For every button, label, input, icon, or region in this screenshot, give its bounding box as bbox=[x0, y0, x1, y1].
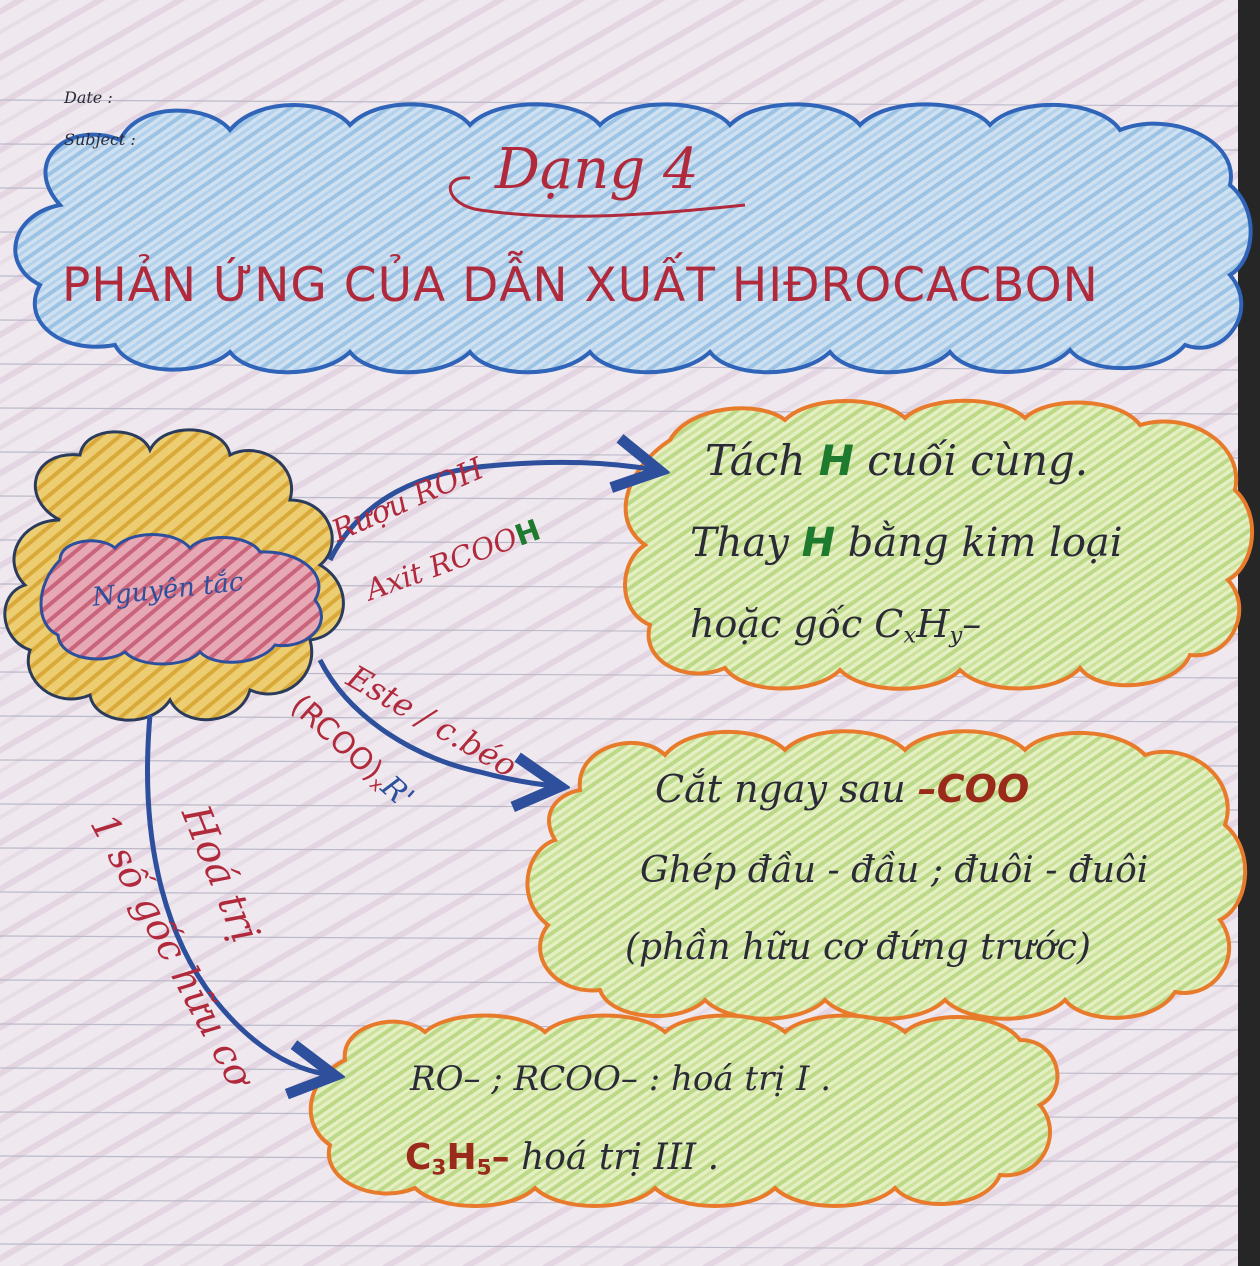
box3-formula-3: 3 bbox=[431, 1155, 447, 1181]
box1-line3-pre: hoặc gốc C bbox=[690, 602, 904, 646]
box1-line1: Tách H cuối cùng. bbox=[705, 440, 1088, 482]
subject-label: Subject : bbox=[64, 130, 136, 149]
box2-line3: (phần hữu cơ đứng trước) bbox=[625, 927, 1091, 968]
box3-line2: C3H5– hoá trị III . bbox=[405, 1140, 719, 1179]
box3-formula-dash: – bbox=[491, 1137, 510, 1178]
arrow-ruou-axit bbox=[327, 462, 655, 562]
arrow-hoa-tri bbox=[145, 714, 330, 1075]
dang-title: Dạng 4 bbox=[495, 137, 699, 202]
box2-line1: Cắt ngay sau –COO bbox=[655, 770, 1029, 808]
box3-formula-5: 5 bbox=[476, 1155, 492, 1181]
box2-line2: Ghép đầu - đầu ; đuôi - đuôi bbox=[640, 850, 1149, 891]
page-title: PHẢN ỨNG CỦA DẪN XUẤT HIĐROCACBON bbox=[62, 258, 1099, 313]
box1-line2-h: H bbox=[801, 520, 836, 566]
box2-line1-coo: –COO bbox=[917, 767, 1030, 811]
box1-line2-post: bằng kim loại bbox=[835, 520, 1123, 566]
date-label: Date : bbox=[64, 88, 113, 107]
box3-formula-h: H bbox=[446, 1137, 477, 1178]
box3-line2-post: hoá trị III . bbox=[509, 1137, 720, 1178]
box1-cloud bbox=[623, 398, 1255, 691]
box3-formula-c: C bbox=[405, 1137, 432, 1178]
box1-line3-post: – bbox=[962, 602, 982, 646]
box1-line3-mid: H bbox=[916, 602, 950, 646]
box3-cloud bbox=[308, 1013, 1060, 1208]
box3-line1: RO– ; RCOO– : hoá trị I . bbox=[410, 1059, 832, 1099]
box1-line3-x: x bbox=[903, 622, 917, 649]
arrow-este bbox=[317, 658, 555, 786]
box1-line1-post: cuối cùng. bbox=[853, 436, 1089, 485]
box1-line1-h: H bbox=[818, 436, 854, 485]
box1-line2: Thay H bằng kim loại bbox=[690, 523, 1123, 563]
box2-line1-pre: Cắt ngay sau bbox=[655, 767, 918, 811]
box1-line2-pre: Thay bbox=[690, 520, 802, 566]
box1-line1-pre: Tách bbox=[705, 436, 819, 485]
box2-cloud bbox=[525, 729, 1247, 1021]
box1-line3: hoặc gốc CxHy– bbox=[690, 605, 981, 647]
title-cloud bbox=[13, 102, 1253, 375]
box1-line3-y: y bbox=[949, 622, 963, 649]
ruled-line bbox=[0, 1243, 1239, 1251]
